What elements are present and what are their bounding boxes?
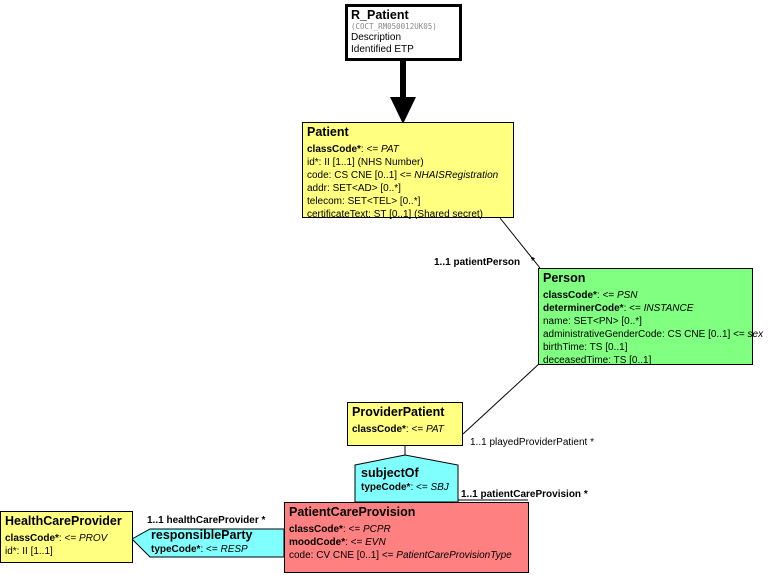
pcp-title: PatientCareProvision bbox=[289, 505, 416, 519]
subjectof-shape bbox=[354, 454, 459, 503]
hcp-title: HealthCareProvider bbox=[5, 514, 122, 528]
patient-attr-code: code: CS CNE [0..1] <= NHAISRegistration bbox=[307, 170, 499, 181]
entry-description: Description bbox=[351, 32, 402, 43]
patientcareprovision-act-box: PatientCareProvision classCode*: <= PCPR… bbox=[284, 502, 529, 573]
subjectof-attr-typecode: typeCode*: <= SBJ bbox=[361, 482, 449, 493]
healthcareprovider-class-box: HealthCareProvider classCode*: <= PROV i… bbox=[0, 511, 133, 563]
entry-point-box: R_Patient (COCT_RM050012UK05) Descriptio… bbox=[345, 4, 462, 61]
person-attr-determinercode: determinerCode*: <= INSTANCE bbox=[543, 303, 694, 314]
hcp-attr-id: id*: II [1..1] bbox=[5, 546, 53, 557]
label-played-provider-patient: 1..1 playedProviderPatient * bbox=[470, 437, 594, 448]
patient-attr-certificatetext: certificateText: ST [0..1] (Shared secre… bbox=[307, 209, 483, 220]
patient-attr-id: id*: II [1..1] (NHS Number) bbox=[307, 157, 424, 168]
patient-attr-addr: addr: SET<AD> [0..*] bbox=[307, 183, 401, 194]
responsibleparty-attr-typecode: typeCode*: <= RESP bbox=[151, 544, 248, 555]
patient-attr-telecom: telecom: SET<TEL> [0..*] bbox=[307, 196, 421, 207]
provider-person-link bbox=[462, 362, 541, 435]
person-class-box: Person classCode*: <= PSN determinerCode… bbox=[538, 268, 764, 366]
person-attr-deceasedtime: deceasedTime: TS [0..1] bbox=[543, 355, 652, 366]
label-patient-care-provision: 1..1 patientCareProvision * bbox=[461, 489, 588, 500]
person-attr-classcode: classCode*: <= PSN bbox=[543, 290, 638, 301]
patient-attr-classcode: classCode*: <= PAT bbox=[307, 144, 399, 155]
providerpatient-title: ProviderPatient bbox=[352, 405, 445, 419]
pcp-attr-code: code: CV CNE [0..1] <= PatientCareProvis… bbox=[289, 550, 512, 561]
person-attr-gender: administrativeGenderCode: CS CNE [0..1] … bbox=[543, 329, 764, 340]
subjectof-label-group: subjectOf typeCode*: <= SBJ bbox=[361, 466, 449, 494]
patient-person-link bbox=[499, 217, 541, 269]
entry-code: (COCT_RM050012UK05) bbox=[351, 22, 437, 31]
person-title: Person bbox=[543, 271, 586, 285]
person-attr-birthtime: birthTime: TS [0..1] bbox=[543, 342, 628, 353]
label-patient-person-star: * bbox=[531, 256, 535, 267]
providerpatient-attr-classcode: classCode*: <= PAT bbox=[352, 424, 444, 435]
hcp-attr-classcode: classCode*: <= PROV bbox=[5, 533, 108, 544]
entry-title: R_Patient bbox=[351, 8, 409, 22]
responsibleparty-label-group: responsibleParty typeCode*: <= RESP bbox=[151, 528, 252, 556]
subjectof-title: subjectOf bbox=[361, 466, 419, 480]
entry-arrow-head bbox=[390, 97, 416, 124]
label-patient-person: 1..1 patientPerson bbox=[434, 257, 521, 268]
patient-class-box: Patient classCode*: <= PAT id*: II [1..1… bbox=[302, 122, 514, 220]
person-attr-name: name: SET<PN> [0..*] bbox=[543, 316, 642, 327]
patient-title: Patient bbox=[307, 125, 349, 139]
responsibleparty-title: responsibleParty bbox=[151, 528, 253, 542]
pcp-attr-classcode: classCode*: <= PCPR bbox=[289, 524, 391, 535]
pcp-attr-moodcode: moodCode*: <= EVN bbox=[289, 537, 386, 548]
providerpatient-class-box: ProviderPatient classCode*: <= PAT bbox=[347, 402, 463, 446]
entry-subtitle: Identified ETP bbox=[351, 44, 414, 55]
label-health-care-provider: 1..1 healthCareProvider * bbox=[147, 515, 266, 526]
